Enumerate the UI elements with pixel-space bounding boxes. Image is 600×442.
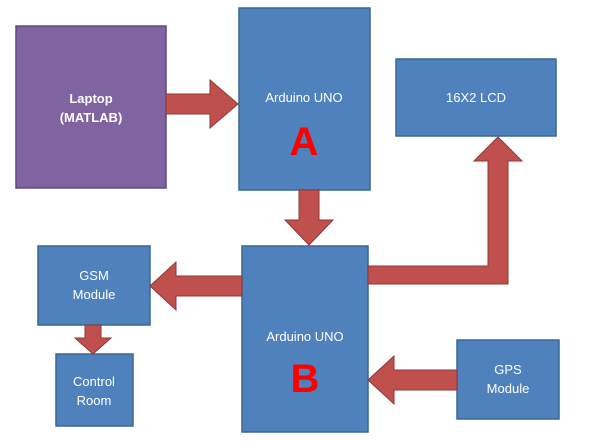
arrow-arduino-a-to-arduino-b (283, 189, 335, 246)
control-room-label-line2: Room (77, 393, 112, 408)
gsm-label-line2: Module (73, 287, 116, 302)
arduino-a-label: Arduino UNO (265, 90, 342, 105)
arduino-b-letter: B (291, 357, 320, 401)
gps-label-line1: GPS (494, 362, 522, 377)
gsm-box (37, 245, 151, 326)
arrow-gps-to-arduino-b (367, 354, 458, 406)
arrow-arduino-b-to-gsm (149, 260, 243, 312)
lcd-label: 16X2 LCD (446, 90, 506, 105)
control-room-label-line1: Control (73, 374, 115, 389)
arrow-arduino-b-to-lcd (367, 136, 524, 285)
gps-label-line2: Module (487, 381, 530, 396)
laptop-label-line2: (MATLAB) (60, 110, 123, 125)
gsm-label-line1: GSM (79, 268, 109, 283)
arduino-a-box (238, 7, 371, 191)
lcd-box (395, 58, 557, 137)
arduino-b-label: Arduino UNO (266, 329, 343, 344)
laptop-box (15, 25, 167, 189)
arduino-b-box (241, 245, 369, 433)
gps-box (456, 339, 560, 420)
arduino-a-letter: A (290, 120, 319, 164)
control-room-box (55, 353, 134, 427)
arrow-gsm-to-control-room (73, 324, 113, 355)
arrow-laptop-to-arduino-a (165, 78, 239, 130)
laptop-label-line1: Laptop (69, 91, 112, 106)
